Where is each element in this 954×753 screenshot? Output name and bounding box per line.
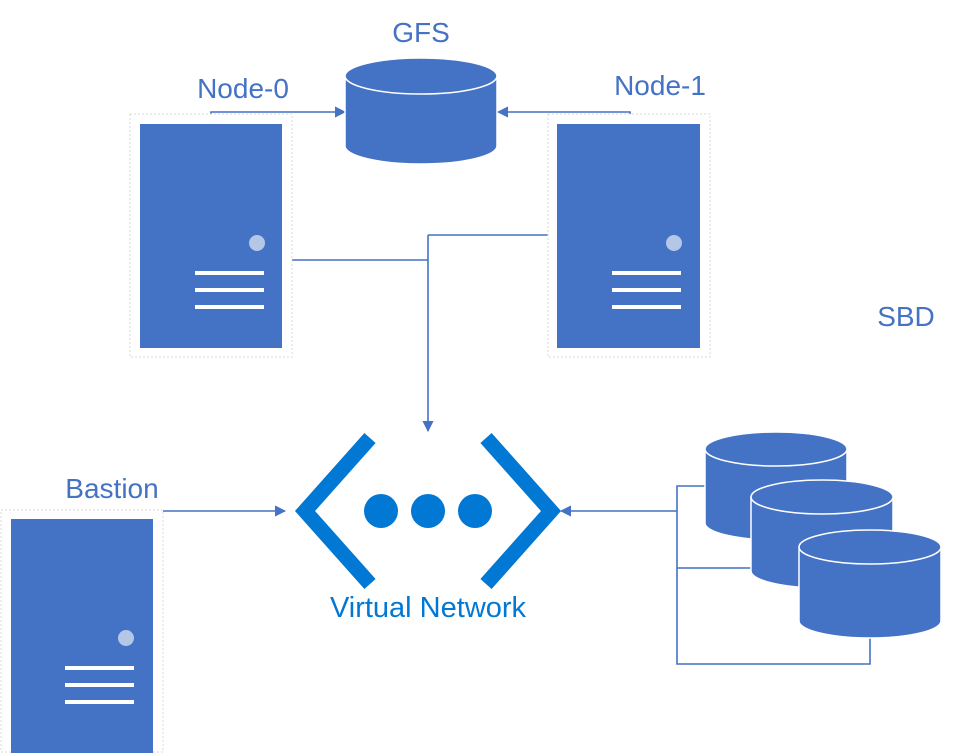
bastion-label: Bastion — [65, 473, 158, 504]
status-light-icon — [249, 235, 265, 251]
node1-label: Node-1 — [614, 70, 706, 101]
gfs-storage-icon — [344, 57, 498, 165]
gfs-label: GFS — [392, 17, 450, 48]
sbd-label: SBD — [877, 301, 935, 332]
node0-server-icon — [129, 113, 293, 358]
node1-server-icon — [547, 113, 711, 358]
sbd-bracket-outer — [676, 485, 871, 665]
status-light-icon — [666, 235, 682, 251]
status-light-icon — [118, 630, 134, 646]
bastion-server-icon — [0, 509, 164, 753]
virtual-network-label: Virtual Network — [330, 592, 527, 624]
sbd-disk-3-icon — [798, 529, 942, 639]
virtual-network-icon — [294, 433, 562, 589]
node0-label: Node-0 — [197, 73, 289, 104]
